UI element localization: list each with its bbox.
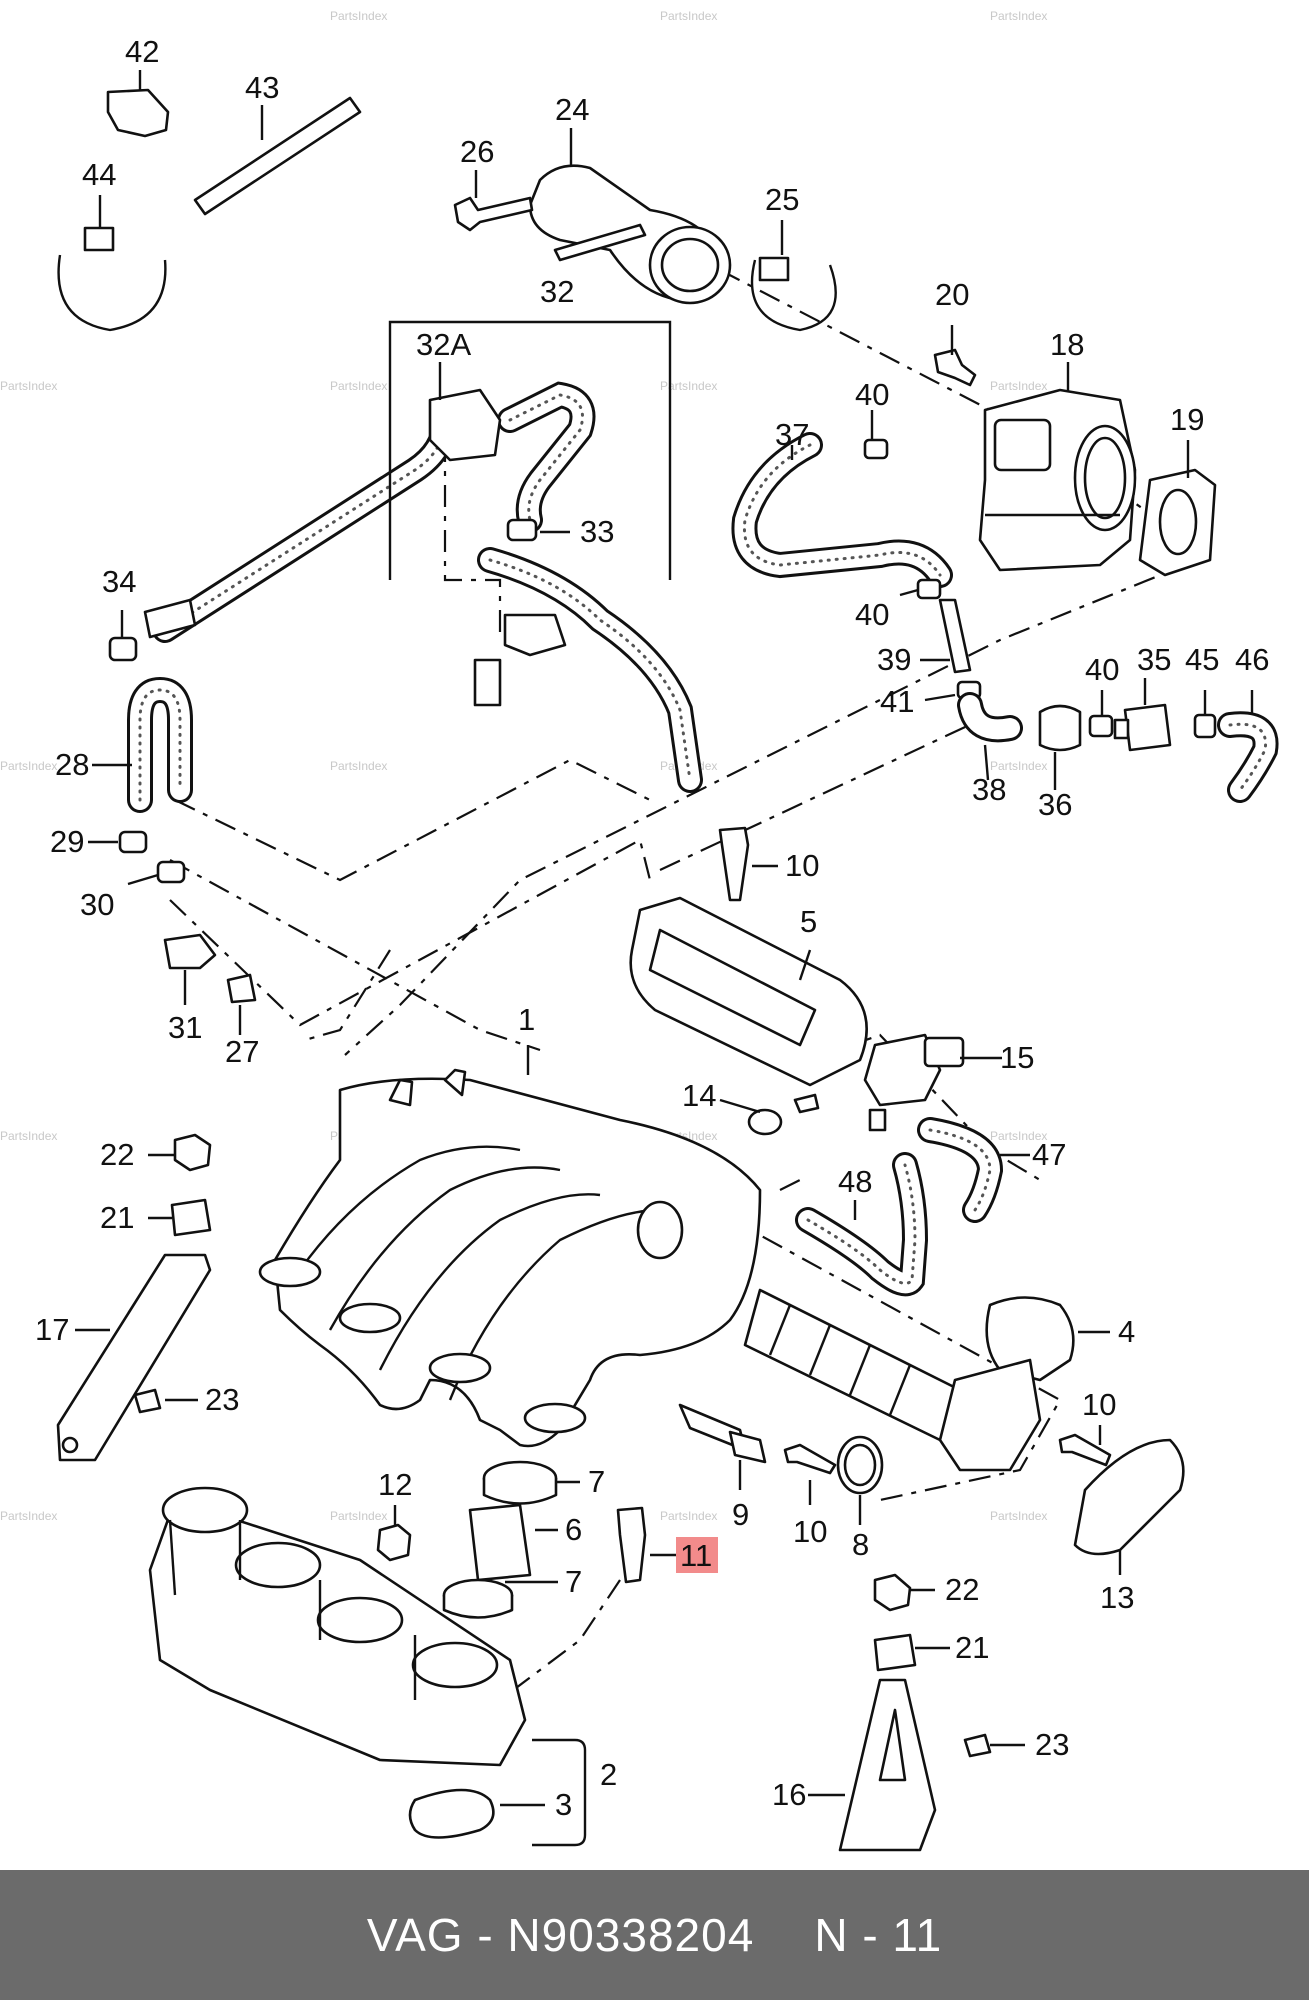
callout-16: 16 (772, 1777, 806, 1812)
callout-35: 35 (1137, 642, 1171, 677)
callout-10b: 10 (1082, 1387, 1116, 1422)
watermark: PartsIndex (0, 1129, 57, 1143)
callout-4: 4 (1118, 1314, 1135, 1349)
callout-41: 41 (880, 684, 914, 719)
part-number: VAG - N90338204 (366, 1909, 755, 1961)
callout-20: 20 (935, 277, 969, 312)
callout-7a: 7 (588, 1464, 605, 1499)
watermark: PartsIndex (330, 759, 387, 773)
callout-40c: 40 (1085, 652, 1119, 687)
callout-22b: 22 (945, 1572, 979, 1607)
callout-21a: 21 (100, 1200, 134, 1235)
callout-46: 46 (1235, 642, 1269, 677)
watermark: PartsIndex (660, 1509, 717, 1523)
watermark: PartsIndex (660, 9, 717, 23)
watermark: PartsIndex (990, 1129, 1047, 1143)
callout-27: 27 (225, 1034, 259, 1069)
callout-42: 42 (125, 34, 159, 69)
callout-33: 33 (580, 514, 614, 549)
callout-23a: 23 (205, 1382, 239, 1417)
watermark: PartsIndex (990, 1509, 1047, 1523)
callout-7b: 7 (565, 1564, 582, 1599)
watermark: PartsIndex (0, 1509, 57, 1523)
callout-47: 47 (1032, 1137, 1066, 1172)
callout-38: 38 (972, 772, 1006, 807)
callout-48: 48 (838, 1164, 872, 1199)
watermark: PartsIndex (990, 9, 1047, 23)
watermark: PartsIndex (330, 379, 387, 393)
callout-25: 25 (765, 182, 799, 217)
callout-highlight (676, 1537, 718, 1573)
position-reference: N - 11 (814, 1909, 943, 1961)
callout-40a: 40 (855, 377, 889, 412)
callout-39: 39 (877, 642, 911, 677)
parts-diagram: PartsIndex PartsIndex PartsIndex PartsIn… (0, 9, 1279, 1870)
callout-14: 14 (682, 1078, 716, 1113)
callout-44: 44 (82, 157, 116, 192)
callouts: 42 43 44 24 26 25 32 32A 33 34 20 18 19 … (35, 34, 1269, 1822)
callout-15: 15 (1000, 1040, 1034, 1075)
callout-2: 2 (600, 1757, 617, 1792)
watermark: PartsIndex (660, 379, 717, 393)
callout-6: 6 (565, 1512, 582, 1547)
callout-36: 36 (1038, 787, 1072, 822)
callout-37: 37 (775, 417, 809, 452)
watermark: PartsIndex (990, 379, 1047, 393)
watermark: PartsIndex (330, 1509, 387, 1523)
parts (56, 88, 1279, 1852)
callout-18: 18 (1050, 327, 1084, 362)
callout-28: 28 (55, 747, 89, 782)
callout-24: 24 (555, 92, 589, 127)
watermark: PartsIndex (990, 759, 1047, 773)
callout-29: 29 (50, 824, 84, 859)
callout-21b: 21 (955, 1630, 989, 1665)
callout-22a: 22 (100, 1137, 134, 1172)
callout-34: 34 (102, 564, 136, 599)
callout-40b: 40 (855, 597, 889, 632)
callout-31: 31 (168, 1010, 202, 1045)
watermark: PartsIndex (0, 1869, 57, 1870)
callout-3: 3 (555, 1787, 572, 1822)
callout-8: 8 (852, 1527, 869, 1562)
callout-43: 43 (245, 70, 279, 105)
callout-19: 19 (1170, 402, 1204, 437)
callout-12: 12 (378, 1467, 412, 1502)
callout-1: 1 (518, 1002, 535, 1037)
callout-17: 17 (35, 1312, 69, 1347)
watermark: PartsIndex (330, 9, 387, 23)
callout-5: 5 (800, 904, 817, 939)
callout-30: 30 (80, 887, 114, 922)
watermark: PartsIndex (0, 379, 57, 393)
callout-10c: 10 (793, 1514, 827, 1549)
part-number-footer: VAG - N90338204 N - 11 (0, 1870, 1309, 2000)
callout-10a: 10 (785, 848, 819, 883)
callout-32: 32 (540, 274, 574, 309)
callout-13: 13 (1100, 1580, 1134, 1615)
callout-26: 26 (460, 134, 494, 169)
callout-45: 45 (1185, 642, 1219, 677)
callout-23b: 23 (1035, 1727, 1069, 1762)
leader-lines (75, 70, 1254, 1847)
watermark: PartsIndex (0, 759, 57, 773)
callout-32a: 32A (416, 327, 471, 362)
callout-9: 9 (732, 1497, 749, 1532)
callout-11-highlighted: 11 (680, 1538, 712, 1573)
